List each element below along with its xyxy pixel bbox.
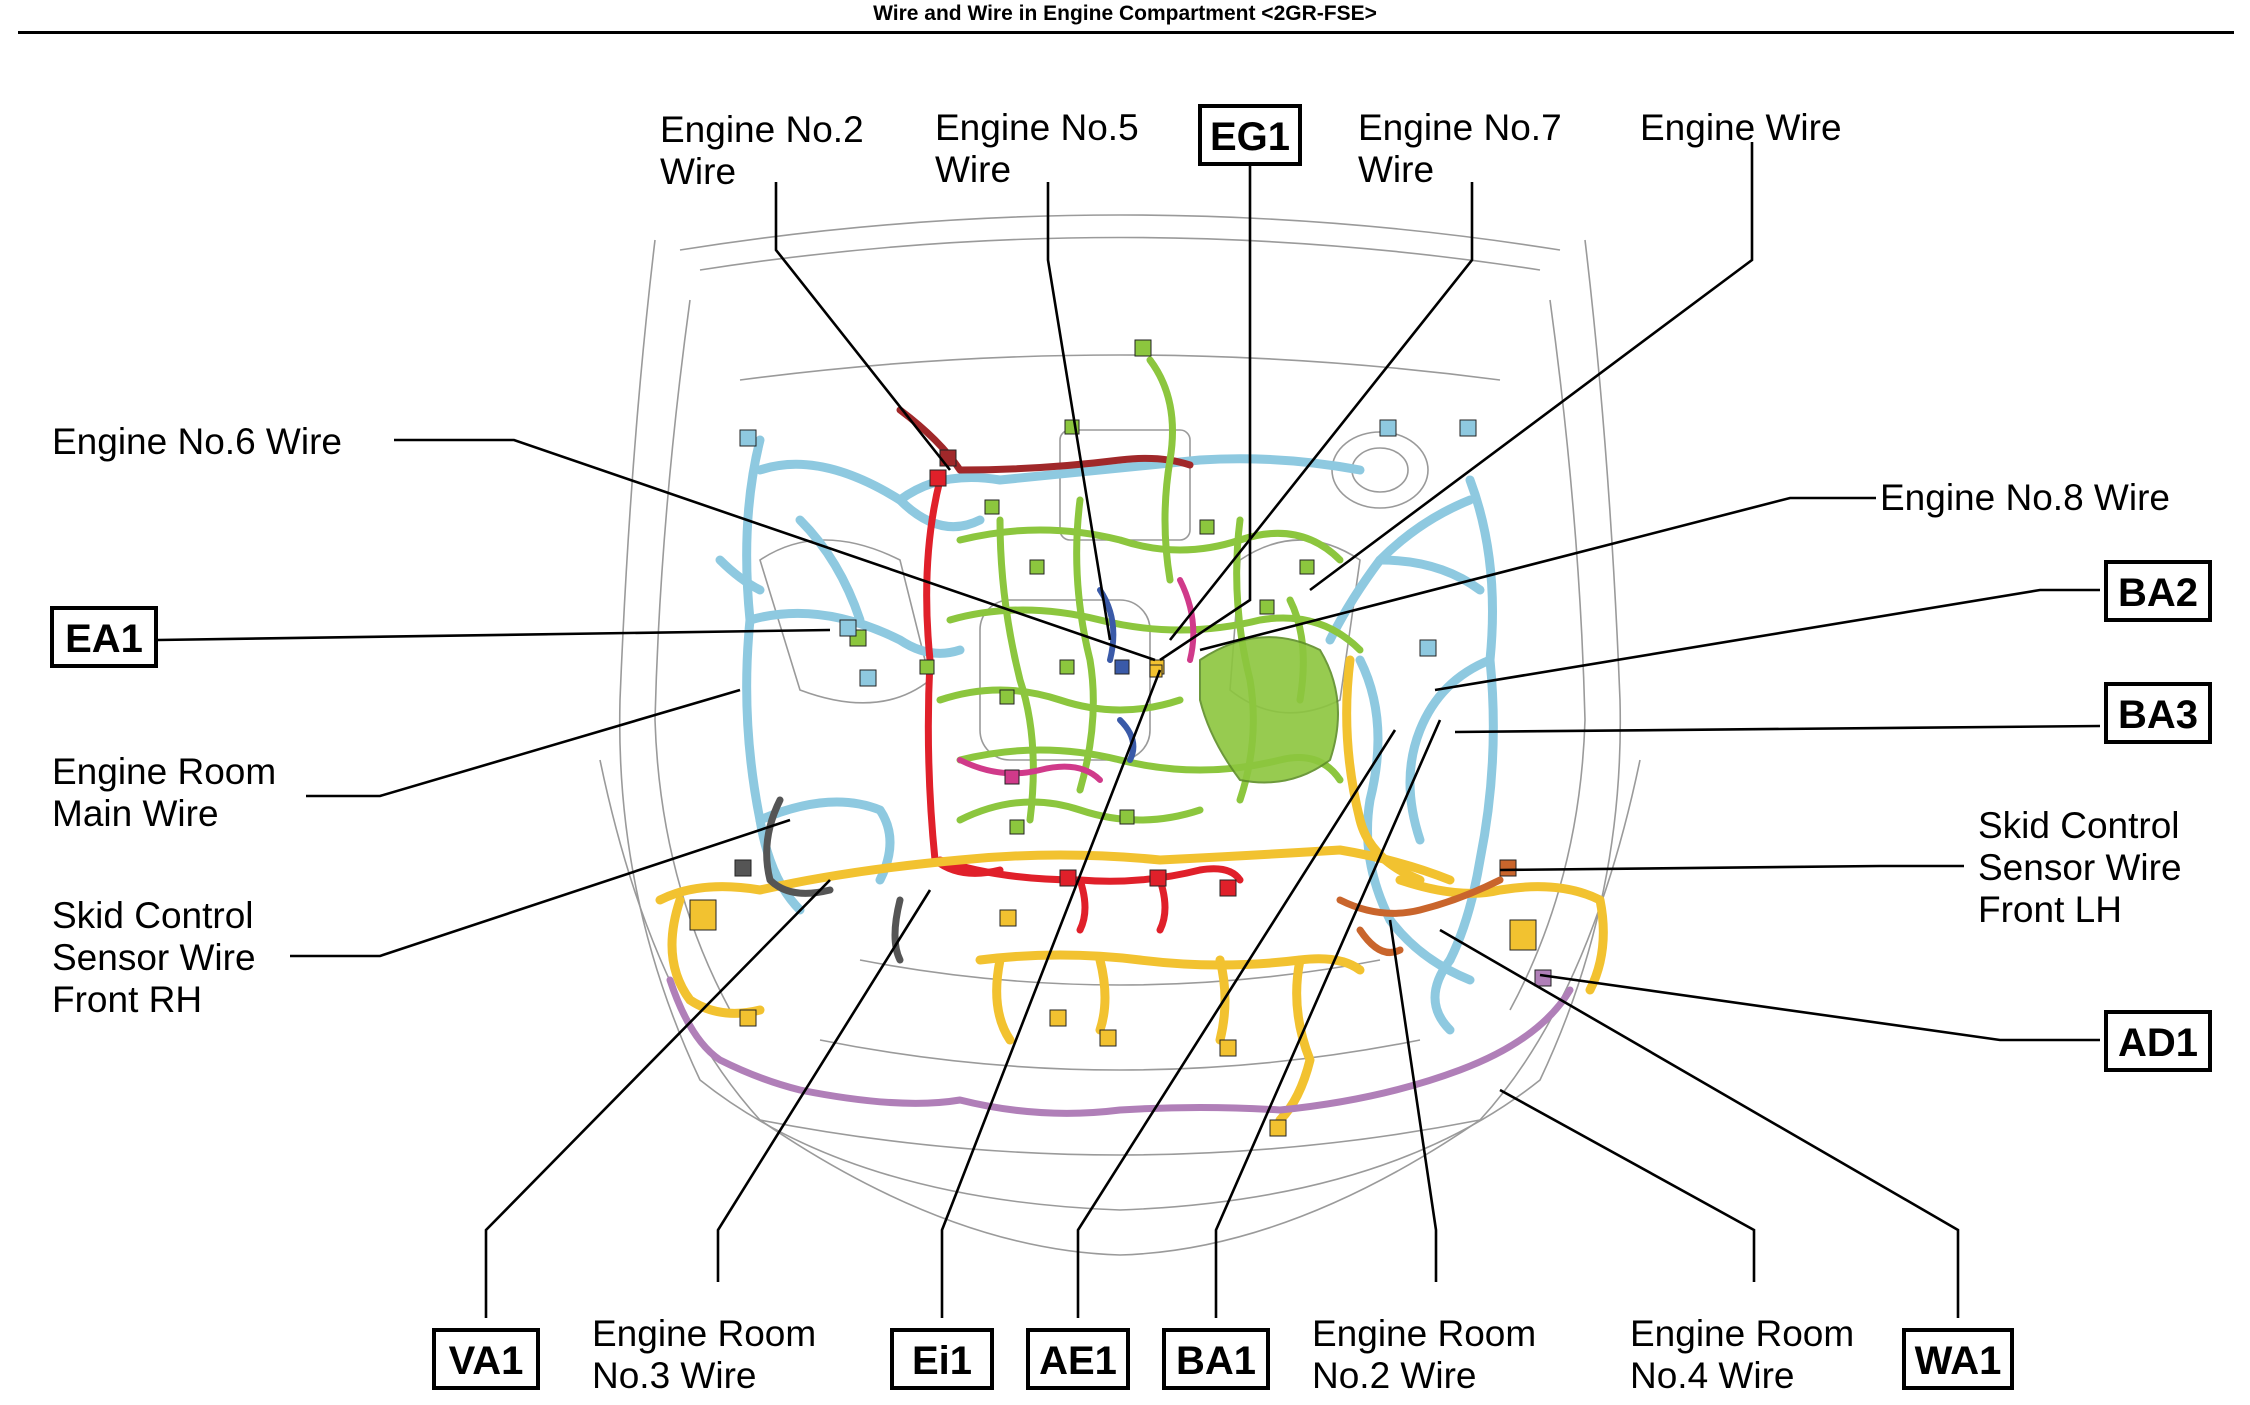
- leader-va1: [484, 879, 831, 1318]
- leader-wa1: [1439, 928, 1960, 1318]
- harness-light-blue-left: [715, 435, 1365, 915]
- svg-text:BA3: BA3: [2118, 693, 2198, 737]
- leader-engine-no7-wire: [1168, 182, 1474, 641]
- leader-engine-room-main-wire: [306, 688, 741, 798]
- label-engine-no5-wire: Engine No.5 Wire: [935, 107, 1149, 190]
- code-wa1: WA1: [1902, 1328, 2014, 1390]
- leader-ei1: [940, 669, 1162, 1318]
- svg-text:AD1: AD1: [2118, 1021, 2198, 1065]
- leader-ae1: [1076, 729, 1397, 1318]
- code-eg1: EG1: [1198, 104, 1302, 166]
- harness-green-blob: [1199, 636, 1339, 784]
- leader-engine-room-no3-wire: [716, 889, 932, 1282]
- leader-skid-rh: [290, 818, 791, 958]
- connector-codes: EG1 EA1 BA2 BA3 AD1 VA1 Ei1 AE1: [50, 104, 2212, 1390]
- code-va1: VA1: [432, 1328, 540, 1390]
- connector-blocks: [689, 339, 1552, 1137]
- svg-text:BA1: BA1: [1176, 1339, 1256, 1383]
- label-engine-no2-wire: Engine No.2 Wire: [660, 109, 874, 192]
- leader-ba3: [1454, 724, 2101, 734]
- label-engine-room-no3-wire: Engine Room No.3 Wire: [592, 1313, 826, 1396]
- leader-engine-no2-wire: [774, 182, 952, 471]
- harness-dark-red: [896, 406, 1194, 474]
- label-engine-no6-wire: Engine No.6 Wire: [52, 421, 342, 462]
- svg-text:VA1: VA1: [449, 1339, 524, 1383]
- label-engine-room-no2-wire: Engine Room No.2 Wire: [1312, 1313, 1546, 1396]
- harness-bundles: [655, 356, 1608, 1125]
- leader-engine-no8-wire: [1199, 496, 1876, 652]
- svg-text:EA1: EA1: [65, 617, 143, 661]
- label-engine-room-no4-wire: Engine Room No.4 Wire: [1630, 1313, 1864, 1396]
- code-ei1: Ei1: [890, 1328, 994, 1390]
- leader-engine-no5-wire: [1046, 182, 1112, 641]
- title-underline: [18, 31, 2234, 34]
- leader-engine-room-no4-wire: [1499, 1088, 1756, 1282]
- svg-text:BA2: BA2: [2118, 571, 2198, 615]
- svg-text:EG1: EG1: [1210, 115, 1290, 159]
- harness-orange-brown: [1336, 876, 1504, 956]
- code-ad1: AD1: [2104, 1010, 2212, 1072]
- leader-engine-no6-wire: [394, 438, 1156, 662]
- harness-dark-gray: [763, 796, 904, 964]
- svg-text:AE1: AE1: [1039, 1339, 1117, 1383]
- svg-text:Ei1: Ei1: [912, 1339, 972, 1383]
- code-ae1: AE1: [1026, 1328, 1130, 1390]
- code-ba2: BA2: [2104, 560, 2212, 622]
- label-skid-control-front-rh: Skid Control Sensor Wire Front RH: [52, 895, 266, 1020]
- code-ea1: EA1: [50, 606, 158, 668]
- wire-labels: Engine No.2 Wire Engine No.5 Wire Engine…: [52, 107, 2192, 1396]
- harness-light-blue-right: [1325, 475, 1498, 1035]
- leader-lines: [157, 142, 2101, 1318]
- code-ba1: BA1: [1162, 1328, 1270, 1390]
- leader-ba2: [1434, 588, 2100, 692]
- leader-eg1: [1159, 160, 1252, 662]
- label-skid-control-front-lh: Skid Control Sensor Wire Front LH: [1978, 805, 2192, 930]
- leader-ba1: [1214, 719, 1442, 1318]
- leader-ad1: [1539, 973, 2100, 1042]
- label-engine-no8-wire: Engine No.8 Wire: [1880, 477, 2170, 518]
- leader-skid-lh: [1499, 864, 1964, 872]
- svg-text:WA1: WA1: [1915, 1339, 2002, 1383]
- label-engine-room-main-wire: Engine Room Main Wire: [52, 751, 286, 834]
- page-title: Wire and Wire in Engine Compartment <2GR…: [873, 2, 1377, 25]
- vehicle-body-outline: [599, 214, 1641, 1256]
- harness-purple: [666, 976, 1574, 1117]
- code-ba3: BA3: [2104, 682, 2212, 744]
- label-engine-no7-wire: Engine No.7 Wire: [1358, 107, 1572, 190]
- leader-ea1: [157, 628, 831, 642]
- leader-engine-room-no2-wire: [1388, 919, 1438, 1282]
- label-engine-wire: Engine Wire: [1640, 107, 1842, 148]
- leader-engine-wire: [1309, 142, 1754, 592]
- harness-magenta: [957, 577, 1197, 783]
